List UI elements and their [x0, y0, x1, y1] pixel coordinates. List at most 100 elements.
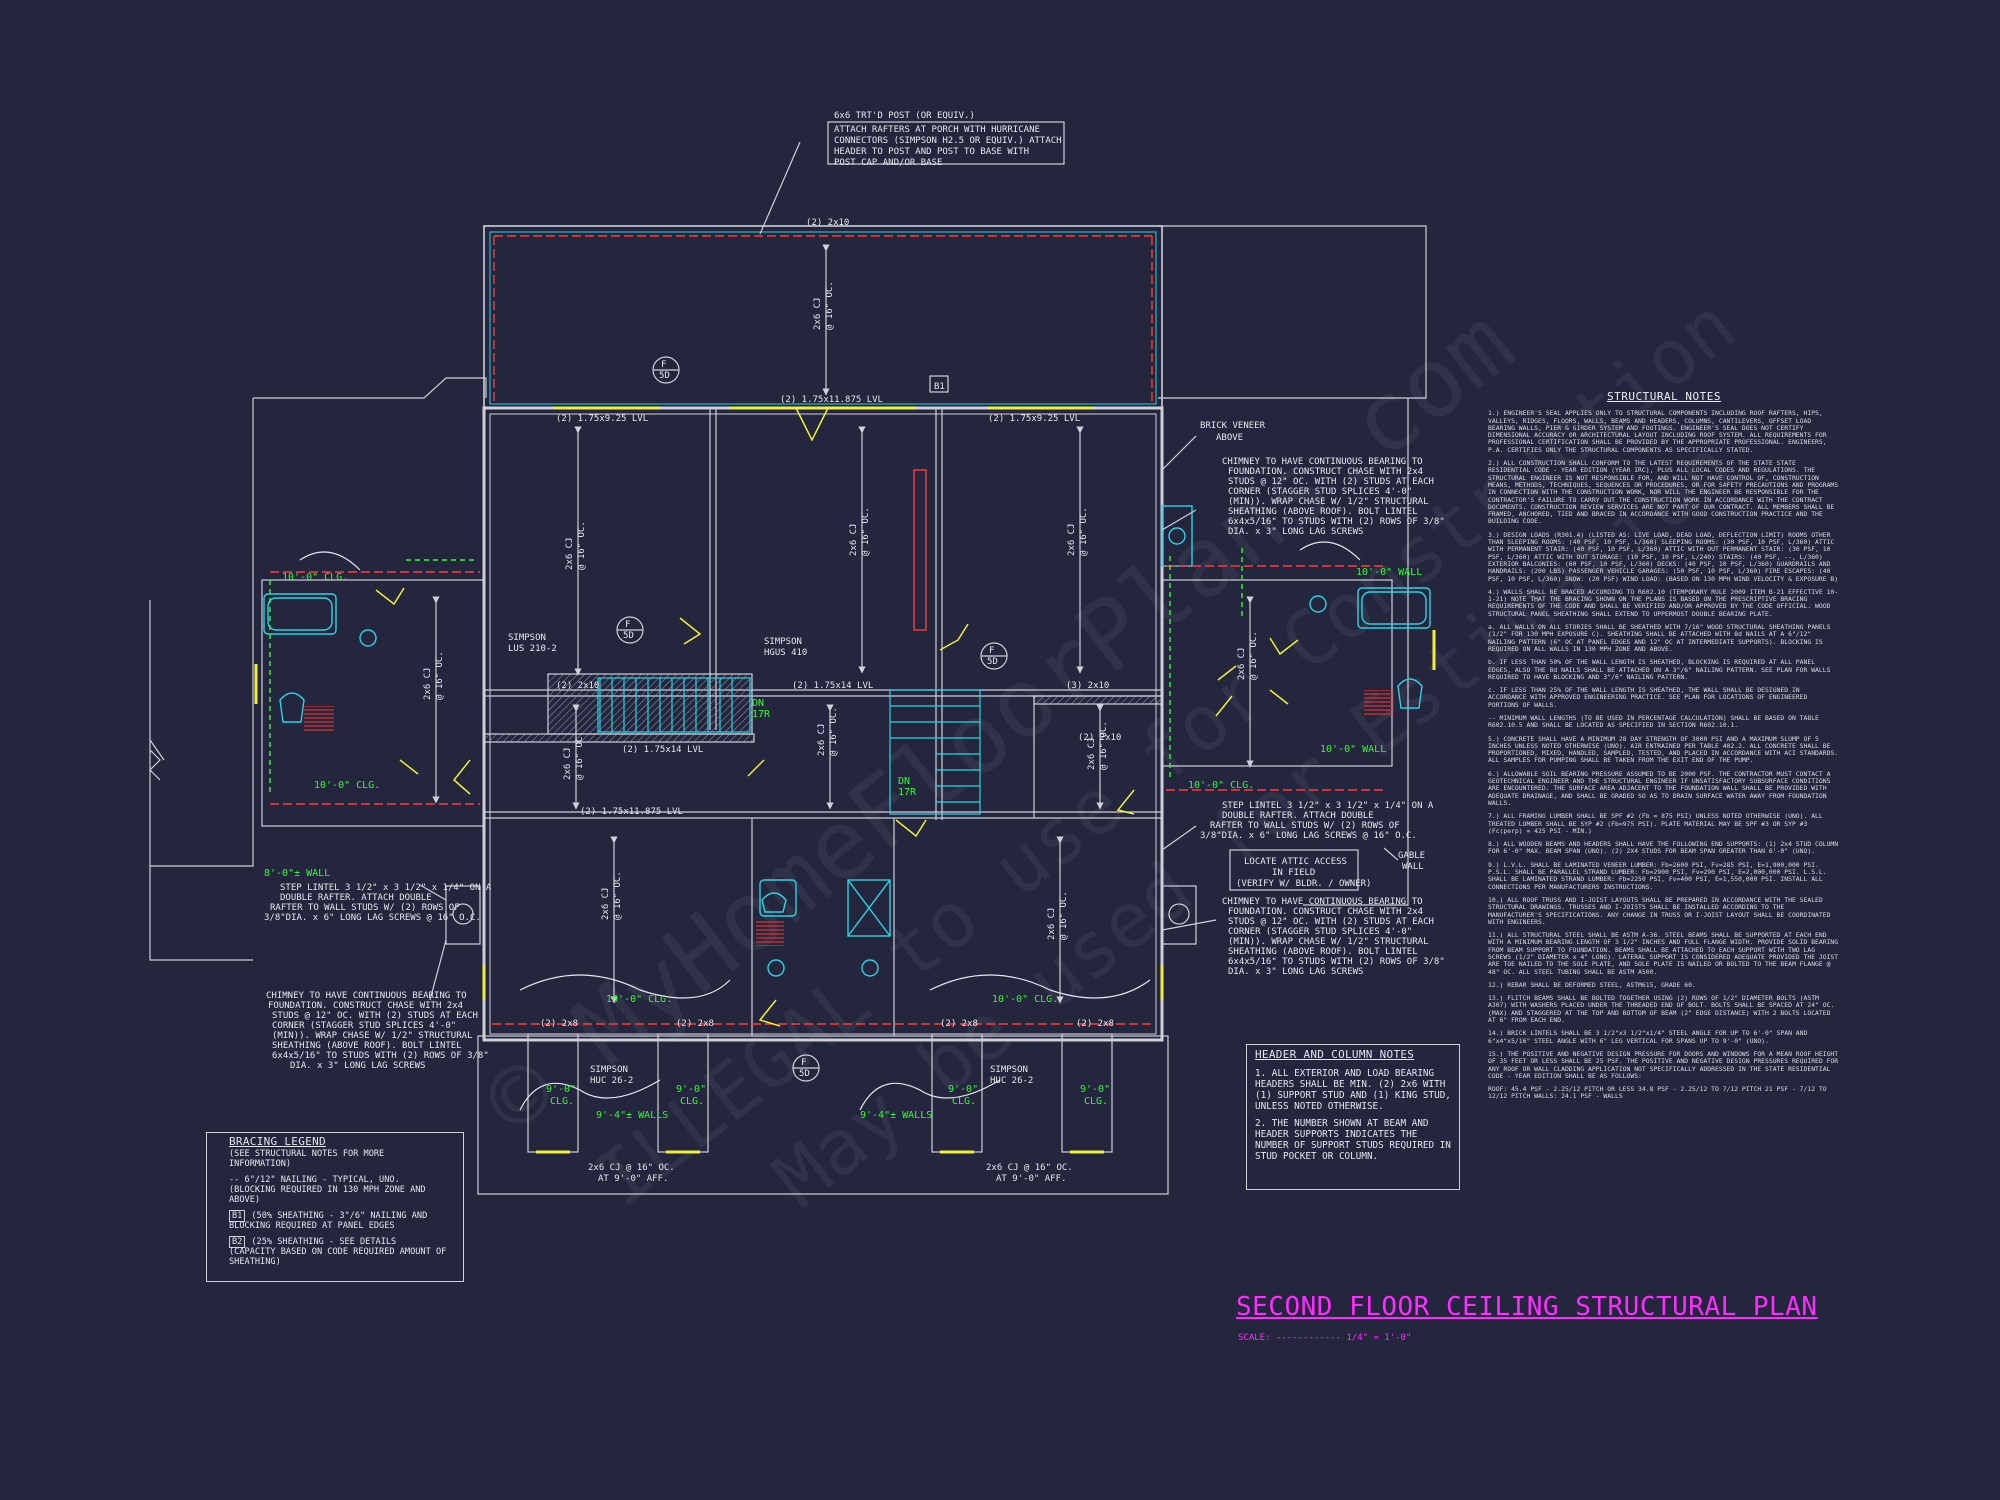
chimney-left-line1: FOUNDATION. CONSTRUCT CHASE WITH 2x4 [268, 1001, 463, 1011]
cj-garage-r-0: 2x6 CJ [1047, 907, 1057, 940]
chimney-top-line2: STUDS @ 12" OC. WITH (2) STUDS AT EACH [1228, 477, 1434, 487]
clg-9-bay3: 9'-0" [948, 1084, 978, 1095]
tag-5d-2-1: 5D [623, 631, 634, 641]
lvl-center-label: (2) 1.75x11.875 LVL [780, 395, 883, 405]
cj-wing-r-0: 2x6 CJ [1237, 647, 1247, 680]
stair-dn-left-0: DN [752, 698, 764, 709]
cj-room1-1: @ 16" OC. [577, 521, 587, 570]
header-2x10-c: (2) 2x10 [1078, 733, 1121, 743]
drawing-scale: SCALE: ------------ 1/4" = 1'-0" [1238, 1333, 1412, 1343]
header-2x8-4: (2) 2x8 [1076, 1019, 1114, 1029]
clg-word-bay1: CLG. [550, 1096, 574, 1107]
wall-10-right-top: 10'-0" WALL [1356, 567, 1422, 578]
cj-room2-1: @ 16" OC. [861, 507, 871, 556]
cj-garage-l-0: 2x6 CJ [601, 887, 611, 920]
clg-9-bay1: 9'-0" [546, 1084, 576, 1095]
simpson-lus-line0: SIMPSON [508, 633, 546, 643]
walls-9-4-right: 9'-4"± WALLS [860, 1110, 932, 1121]
stair-dn-right-1: 17R [898, 787, 917, 798]
clg-10-garage-left: 10'-0" CLG. [606, 994, 672, 1005]
simpson-lus-line1: LUS 210-2 [508, 644, 557, 654]
clg-10-wing-left-top: 10'-0" CLG. [282, 572, 348, 583]
header-note: 1. ALL EXTERIOR AND LOAD BEARING HEADERS… [1255, 1068, 1451, 1112]
lvl-right-label: (2) 1.75x9.25 LVL [988, 414, 1080, 424]
chimney-top-line4: (MIN)). WRAP CHASE W/ 1/2" STRUCTURAL [1228, 497, 1428, 507]
simpson-hgus-line1: HGUS 410 [764, 648, 807, 658]
step-lintel-right-line2: RAFTER TO WALL STUDS W/ (2) ROWS OF [1210, 821, 1400, 831]
chimney-mid-line0: CHIMNEY TO HAVE CONTINUOUS BEARING TO [1222, 897, 1422, 907]
simpson-huc-r-line0: SIMPSON [990, 1065, 1028, 1075]
post-callout-line2: CONNECTORS (SIMPSON H2.5 OR EQUIV.) ATTA… [834, 136, 1062, 146]
chimney-mid-line3: CORNER (STAGGER STUD SPLICES 4'-0" [1228, 927, 1412, 937]
cj-bottom-l-1: AT 9'-0" AFF. [598, 1174, 668, 1184]
cj-hall-r-1: @ 16" OC. [1099, 721, 1109, 770]
simpson-huc-l-line0: SIMPSON [590, 1065, 628, 1075]
clg-10-right: 10'-0" CLG. [1188, 780, 1254, 791]
structural-note: a. ALL WALLS ON ALL STORIES SHALL BE SHE… [1488, 623, 1831, 653]
bracing-legend-b2-text: (25% SHEATHING - SEE DETAILS (CAPACITY B… [229, 1237, 447, 1267]
chimney-top-line6: 6x4x5/16" TO STUDS WITH (2) ROWS OF 3/8" [1228, 517, 1445, 527]
chimney-mid-line7: DIA. x 3" LONG LAG SCREWS [1228, 967, 1363, 977]
post-callout-line0: 6x6 TRT'D POST (OR EQUIV.) [834, 111, 975, 121]
bracing-legend: BRACING LEGEND (SEE STRUCTURAL NOTES FOR… [206, 1132, 464, 1282]
step-lintel-right-line1: DOUBLE RAFTER. ATTACH DOUBLE [1222, 811, 1374, 821]
structural-note: 3.) DESIGN LOADS (R301.4) (LISTED AS: LI… [1488, 530, 1839, 583]
simpson-hgus-line0: SIMPSON [764, 637, 802, 647]
structural-note: 15.) THE POSITIVE AND NEGATIVE DESIGN PR… [1488, 1049, 1839, 1080]
wall-8-left: 8'-0"± WALL [264, 868, 330, 879]
cj-room1-0: 2x6 CJ [565, 537, 575, 570]
clg-10-garage-right: 10'-0" CLG. [992, 994, 1058, 1005]
attic-line2: (VERIFY W/ BLDR. / OWNER) [1236, 879, 1371, 889]
bracing-legend-item1: -- 6"/12" NAILING - TYPICAL, UNO. (BLOCK… [229, 1175, 426, 1205]
tag-5d-4-1: 5D [799, 1069, 810, 1079]
chimney-mid-line5: SHEATHING (ABOVE ROOF). BOLT LINTEL [1228, 947, 1418, 957]
lvl-left-label: (2) 1.75x9.25 LVL [556, 414, 648, 424]
wall-10-right-mid: 10'-0" WALL [1320, 744, 1386, 755]
structural-note: 2.) ALL CONSTRUCTION SHALL CONFORM TO TH… [1488, 459, 1839, 526]
top-header-label: (2) 2x10 [806, 218, 849, 228]
header-note: 2. THE NUMBER SHOWN AT BEAM AND HEADER S… [1255, 1118, 1451, 1162]
simpson-huc-r-line1: HUC 26-2 [990, 1076, 1033, 1086]
structural-note: 8.) ALL WOODEN BEAMS AND HEADERS SHALL H… [1488, 840, 1839, 856]
attic-line0: LOCATE ATTIC ACCESS [1244, 857, 1347, 867]
cj-hall-c-1: @ 16" OC. [829, 707, 839, 756]
lvl-mid: (2) 1.75x11.875 LVL [580, 807, 683, 817]
chimney-top-line3: CORNER (STAGGER STUD SPLICES 4'-0" [1228, 487, 1412, 497]
cj-wing-l-1: @ 16" OC. [435, 651, 445, 700]
clg-10-wing-left-bottom: 10'-0" CLG. [314, 780, 380, 791]
b2-tag-icon: B2 [229, 1236, 246, 1248]
bracing-legend-heading: BRACING LEGEND [229, 1135, 326, 1148]
attic-line1: IN FIELD [1272, 868, 1315, 878]
cj-hall-c-0: 2x6 CJ [817, 723, 827, 756]
chimney-top-line7: DIA. x 3" LONG LAG SCREWS [1228, 527, 1363, 537]
step-lintel-right-line3: 3/8"DIA. x 6" LONG LAG SCREWS @ 16" O.C. [1200, 831, 1417, 841]
cj-hall-l-1: @ 16" OC. [575, 731, 585, 780]
tag-5d-4-0: F [801, 1058, 806, 1068]
stair-dn-left-1: 17R [752, 709, 771, 720]
brick-label-0: BRICK VENEER [1200, 421, 1266, 431]
structural-note: 10.) ALL ROOF TRUSS AND I-JOIST LAYOUTS … [1488, 895, 1831, 926]
structural-note: 5.) CONCRETE SHALL HAVE A MINIMUM 28 DAY… [1488, 734, 1839, 765]
post-callout-line4: POST CAP AND/OR BASE [834, 158, 942, 168]
b1-tag: B1 [934, 382, 945, 392]
drawing-title: SECOND FLOOR CEILING STRUCTURAL PLAN [1236, 1292, 1818, 1322]
cj-hall-r-0: 2x6 CJ [1087, 737, 1097, 770]
lvl-stair-center: (2) 1.75x14 LVL [792, 681, 873, 691]
chimney-left-line3: CORNER (STAGGER STUD SPLICES 4'-0" [272, 1021, 456, 1031]
cj-garage-r-1: @ 16" OC. [1059, 891, 1069, 940]
cj-porch-0: 2x6 CJ [813, 297, 823, 330]
chimney-left-line6: 6x4x5/16" TO STUDS WITH (2) ROWS OF 3/8" [272, 1051, 489, 1061]
step-lintel-left-line3: 3/8"DIA. x 6" LONG LAG SCREWS @ 16" O.C. [264, 913, 481, 923]
structural-notes: STRUCTURAL NOTES 1.) ENGINEER'S SEAL APP… [1488, 391, 1840, 1107]
bracing-legend-sub: (SEE STRUCTURAL NOTES FOR MORE INFORMATI… [229, 1149, 385, 1169]
structural-note: 1.) ENGINEER'S SEAL APPLIES ONLY TO STRU… [1488, 409, 1827, 454]
clg-9-bay2: 9'-0" [676, 1084, 706, 1095]
tag-5d-2-0: F [625, 620, 630, 630]
chimney-left-line0: CHIMNEY TO HAVE CONTINUOUS BEARING TO [266, 991, 466, 1001]
post-callout-line1: ATTACH RAFTERS AT PORCH WITH HURRICANE [834, 125, 1040, 135]
chimney-mid-line2: STUDS @ 12" OC. WITH (2) STUDS AT EACH [1228, 917, 1434, 927]
structural-note: 9.) L.V.L. SHALL BE LAMINATED VENEER LUM… [1488, 860, 1827, 891]
chimney-left-line4: (MIN)). WRAP CHASE W/ 1/2" STRUCTURAL [272, 1031, 472, 1041]
cj-bottom-r-1: AT 9'-0" AFF. [996, 1174, 1066, 1184]
